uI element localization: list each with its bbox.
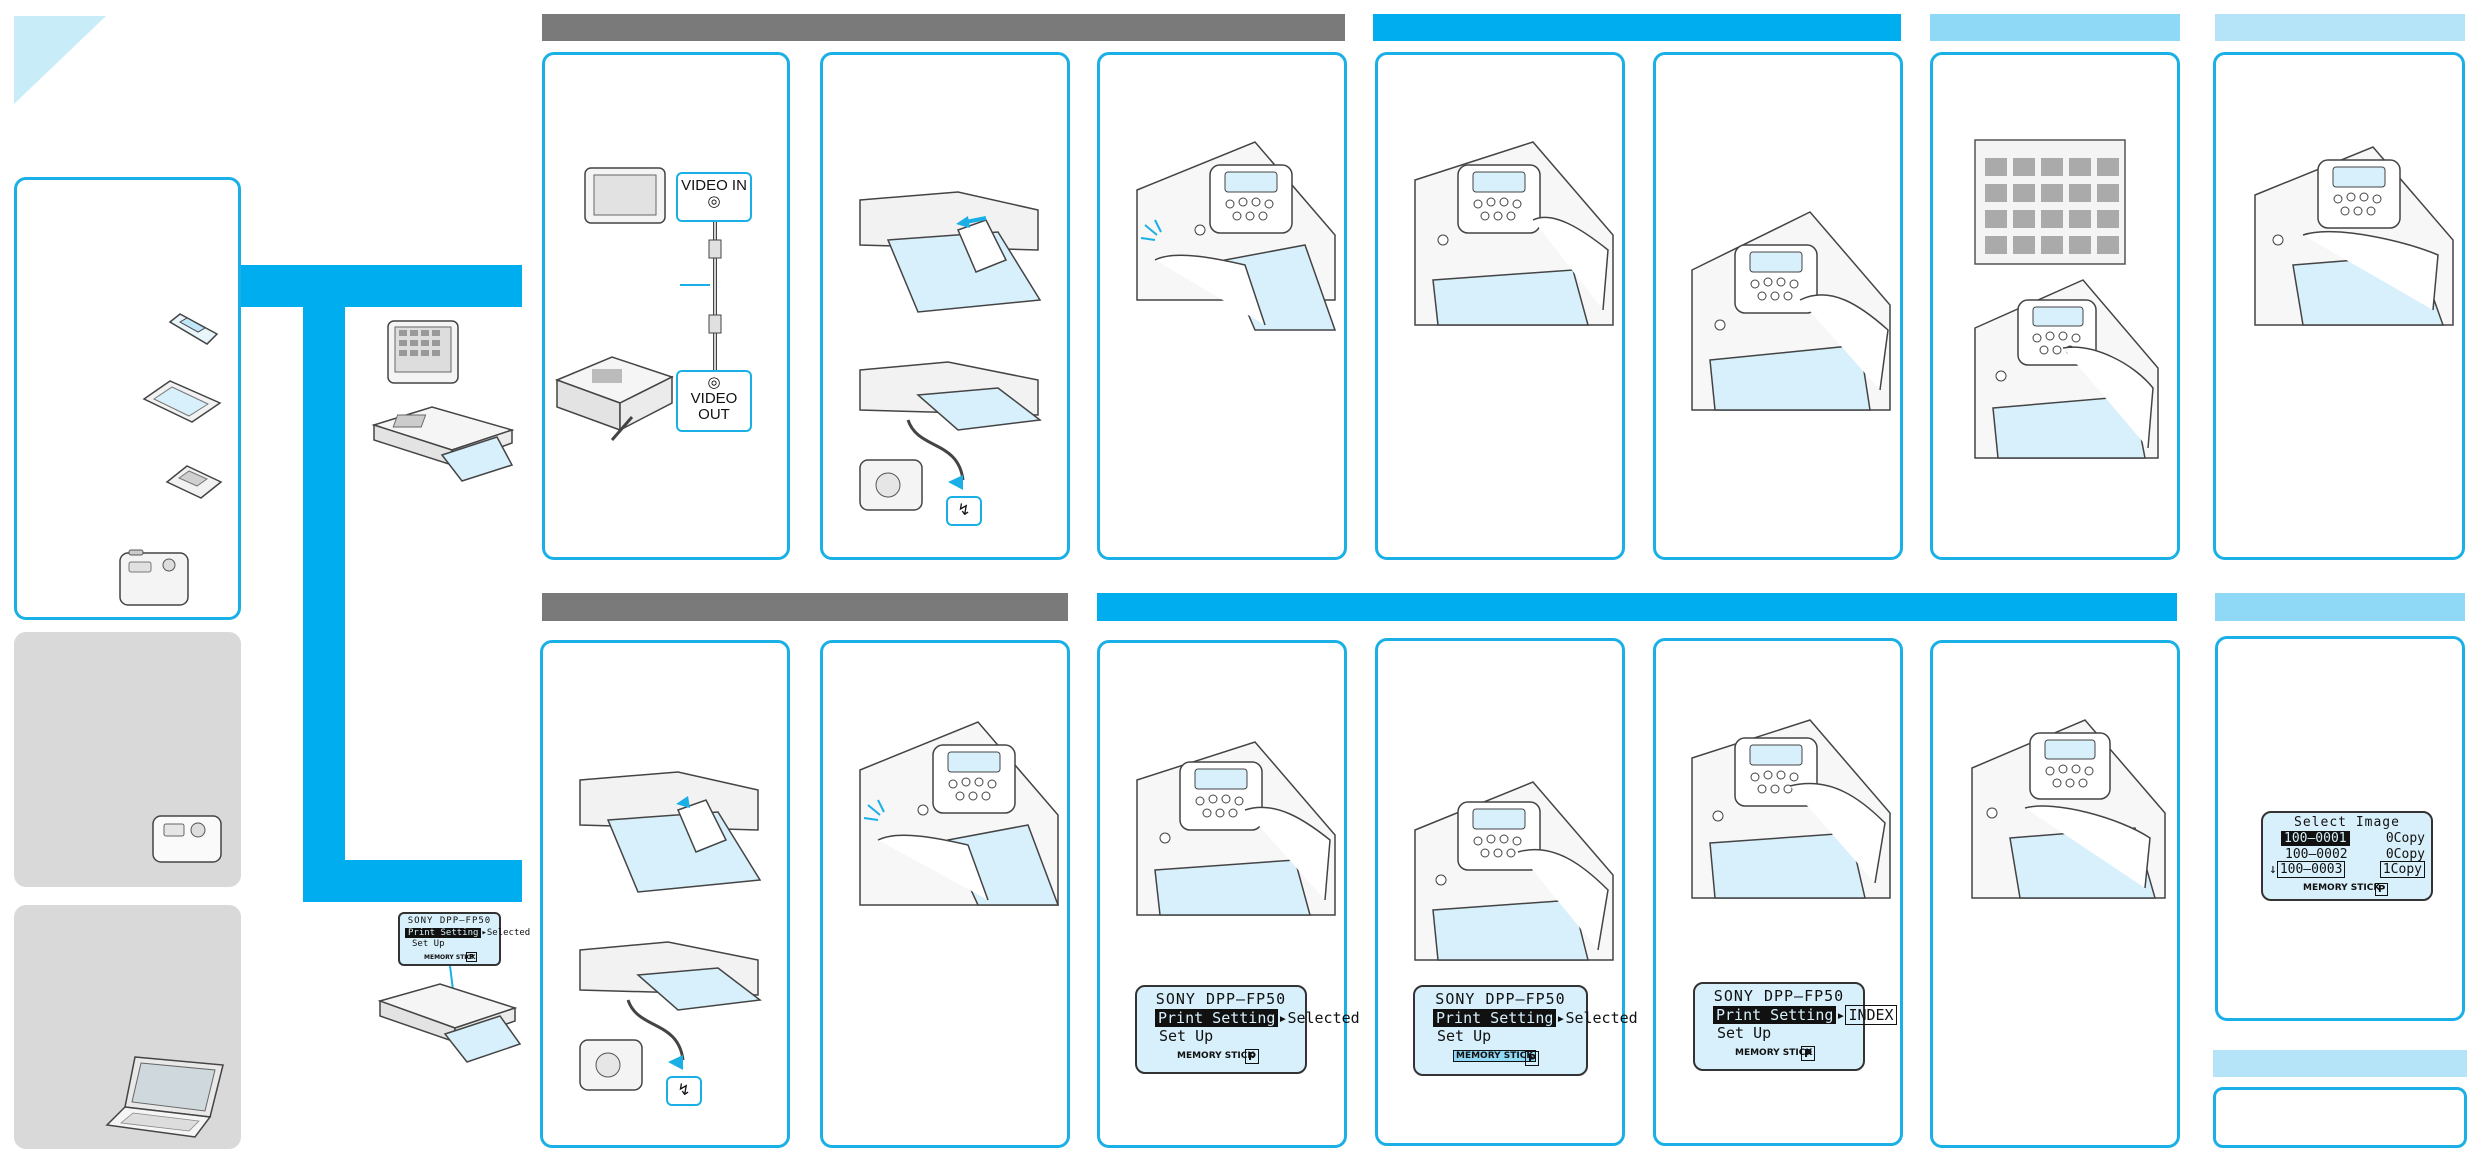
corner-triangle-decoration: [14, 16, 106, 104]
lcd-small-title: SONY DPP–FP50: [407, 916, 492, 926]
printer-press-button-illustration-bottom-4: [1414, 781, 1614, 961]
header-bar-gray-top: [542, 14, 1345, 41]
printer-usb-camera-illustration: [859, 361, 1042, 511]
printer-card-slot-illustration-bottom: [579, 771, 762, 893]
video-out-text-2: OUT: [698, 406, 730, 423]
lcd-display-1: SONY DPP–FP50 Print Setting▸Selected Set…: [1135, 985, 1360, 1074]
usb-icon: ↯: [957, 502, 971, 519]
video-out-label: ◎ VIDEO OUT: [676, 370, 752, 432]
header-bar-pale-note: [2213, 1050, 2467, 1077]
select-image-row1-file: 100–0001: [2281, 831, 2350, 846]
header-bar-light-top: [1930, 14, 2180, 41]
printer-press-button-illustration-bottom-6: [1971, 719, 2166, 899]
memory-stick-icon: [168, 313, 219, 345]
note-panel: [2213, 1087, 2467, 1148]
lcd-select-image: Select Image 100–0001 0Copy 100–0002 0Co…: [2261, 811, 2433, 901]
tv-monitor-icon: [584, 167, 666, 224]
printer-press-button-illustration-bottom-3: [1136, 741, 1336, 916]
lcd-2-line2: Set Up: [1437, 1027, 1492, 1045]
select-image-row3-file: 100–0003: [2276, 861, 2346, 878]
lcd-3-line1-key: Print Setting: [1713, 1006, 1837, 1024]
usb-icon-bottom: ↯: [677, 1082, 691, 1099]
printer-press-button-illustration-top-7: [2254, 146, 2454, 326]
select-image-row1-copies: 0Copy: [2385, 831, 2425, 846]
select-image-cursor-icon: ↓: [2269, 862, 2277, 877]
printer-usb-camera-illustration-bottom: [579, 941, 762, 1091]
printer-press-button-illustration-top-6: [1974, 279, 2159, 459]
lcd-small-line2: Set Up: [412, 939, 445, 949]
compact-flash-icon: [142, 380, 222, 423]
lcd-display-3: SONY DPP–FP50 Print Setting▸INDEX Set Up…: [1693, 982, 1897, 1071]
select-image-media: MEMORY STICK: [2303, 883, 2381, 893]
lcd-3-p-mark: P: [1801, 1046, 1816, 1061]
printer-card-slot-illustration: [859, 191, 1042, 313]
select-image-row2-file: 100–0002: [2285, 847, 2348, 862]
lcd-3-line2: Set Up: [1717, 1024, 1772, 1042]
select-image-row3-copies: 1Copy: [2379, 861, 2425, 878]
index-print-sheet-icon: [1974, 139, 2126, 265]
header-bar-light-bottom: [2215, 593, 2465, 621]
camera-icon: [152, 815, 222, 863]
select-image-title: Select Image: [2294, 815, 2400, 830]
video-in-label: VIDEO IN ◎: [676, 172, 752, 222]
connector-bar-bottom: [345, 860, 522, 902]
header-bar-pale-top: [2215, 14, 2465, 41]
lcd-1-line1-value: Selected: [1287, 1009, 1360, 1027]
connector-bar-top: [241, 265, 522, 307]
video-out-text-1: VIDEO: [690, 390, 738, 407]
lcd-small-line1-value: Selected: [486, 928, 531, 938]
lcd-1-line1-key: Print Setting: [1155, 1009, 1279, 1027]
lcd-2-p-mark: P: [1525, 1051, 1540, 1066]
printer-small-illustration: [377, 965, 522, 1063]
lcd-small-media: MEMORY STICK: [424, 954, 476, 961]
select-image-row2-copies: 0Copy: [2385, 847, 2425, 862]
digital-camera-icon: [119, 549, 189, 606]
video-in-jack-icon: ◎: [707, 193, 721, 210]
header-bar-blue-bottom: [1097, 593, 2177, 621]
printer-press-button-illustration-top-4: [1414, 141, 1614, 326]
connector-bar-vertical: [303, 307, 345, 902]
lcd-display-2: SONY DPP–FP50 Print Setting▸Selected Set…: [1413, 985, 1638, 1076]
select-image-p-mark: P: [2375, 883, 2389, 896]
header-bar-blue-top: [1373, 14, 1901, 41]
printer-press-button-illustration-top-5: [1691, 211, 1891, 411]
lcd-3-title: SONY DPP–FP50: [1713, 987, 1845, 1005]
lcd-1-media: MEMORY STICK: [1177, 1051, 1255, 1061]
usb-symbol-box: ↯: [946, 496, 982, 526]
lcd-2-line1-key: Print Setting: [1433, 1009, 1557, 1027]
lcd-small-line1-key: Print Setting: [405, 928, 482, 938]
lcd-3-media: MEMORY STICK: [1735, 1048, 1813, 1058]
tv-printer-illustration: [371, 320, 515, 482]
usb-symbol-box-bottom: ↯: [666, 1076, 702, 1106]
video-out-jack-icon: ◎: [707, 374, 721, 391]
video-in-text: VIDEO IN: [681, 177, 747, 194]
lcd-1-p-mark: P: [1245, 1049, 1260, 1064]
lcd-small-p-mark: P: [466, 952, 478, 962]
lcd-2-line1-value: Selected: [1565, 1009, 1638, 1027]
printer-press-button-illustration-top-3: [1136, 141, 1337, 331]
lcd-2-title: SONY DPP–FP50: [1435, 990, 1566, 1008]
step-panel-top-1: [542, 52, 790, 560]
lcd-2-media: MEMORY STICK: [1453, 1050, 1537, 1062]
lcd-small: SONY DPP–FP50 Print Setting▸Selected Set…: [398, 912, 530, 966]
lcd-1-title: SONY DPP–FP50: [1155, 990, 1287, 1008]
lcd-1-line2: Set Up: [1159, 1027, 1214, 1045]
printer-rear-icon: [554, 356, 674, 441]
laptop-icon: [105, 1056, 224, 1138]
printer-press-button-illustration-bottom-2: [859, 721, 1060, 906]
header-bar-gray-bottom: [542, 593, 1068, 621]
lcd-3-line1-value: INDEX: [1845, 1005, 1897, 1025]
sd-card-icon: [165, 465, 223, 499]
printer-press-button-illustration-bottom-5: [1691, 719, 1891, 899]
